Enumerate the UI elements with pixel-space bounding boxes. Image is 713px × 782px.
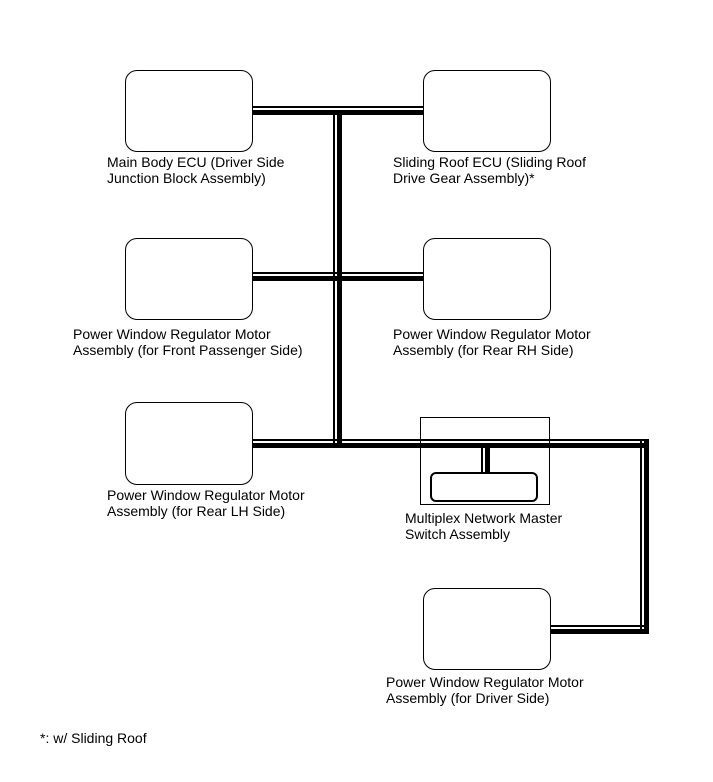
node-label-pw-front-passenger: Power Window Regulator Motor Assembly (f… bbox=[73, 326, 303, 358]
node-box-sliding-roof-ecu bbox=[423, 70, 551, 152]
label-line: Power Window Regulator Motor bbox=[73, 326, 271, 342]
label-line: Power Window Regulator Motor bbox=[386, 674, 584, 690]
bus-row1-horizontal bbox=[252, 106, 424, 115]
label-line: Assembly (for Driver Side) bbox=[386, 689, 550, 706]
footnote: *: w/ Sliding Roof bbox=[40, 730, 147, 747]
node-box-pw-rear-lh bbox=[125, 402, 253, 485]
label-line: Multiplex Network Master bbox=[405, 510, 563, 526]
node-label-pw-rear-lh: Power Window Regulator Motor Assembly (f… bbox=[107, 487, 305, 519]
label-line: Drive Gear Assembly)* bbox=[393, 169, 535, 186]
label-line: Power Window Regulator Motor bbox=[107, 487, 305, 503]
footnote-text: *: w/ Sliding Roof bbox=[40, 730, 147, 746]
node-box-pw-front-passenger bbox=[125, 238, 253, 320]
bus-master-switch-stub bbox=[481, 447, 490, 472]
node-label-pw-rear-rh: Power Window Regulator Motor Assembly (f… bbox=[393, 326, 591, 358]
label-line: Assembly (for Rear RH Side) bbox=[393, 341, 574, 358]
label-line: Switch Assembly bbox=[405, 525, 511, 542]
node-label-sliding-roof-ecu: Sliding Roof ECU (Sliding Roof Drive Gea… bbox=[393, 154, 586, 186]
node-box-master-switch-inner bbox=[430, 472, 538, 502]
node-label-main-body-ecu: Main Body ECU (Driver Side Junction Bloc… bbox=[107, 154, 285, 186]
bus-driver-side-horizontal bbox=[550, 625, 649, 634]
label-line: Assembly (for Rear LH Side) bbox=[107, 502, 286, 519]
label-line: Main Body ECU (Driver Side bbox=[107, 154, 285, 170]
label-line: Sliding Roof ECU (Sliding Roof bbox=[393, 154, 586, 170]
label-line: Power Window Regulator Motor bbox=[393, 326, 591, 342]
node-box-master-switch-outer bbox=[420, 417, 550, 505]
node-box-pw-driver bbox=[423, 588, 551, 670]
node-box-main-body-ecu bbox=[125, 70, 253, 152]
node-box-pw-rear-rh bbox=[423, 238, 551, 320]
label-line: Junction Block Assembly) bbox=[107, 169, 266, 186]
node-label-pw-driver: Power Window Regulator Motor Assembly (f… bbox=[386, 674, 584, 706]
node-label-multiplex-master-switch: Multiplex Network Master Switch Assembly bbox=[405, 510, 563, 542]
bus-right-riser bbox=[640, 439, 649, 634]
label-line: Assembly (for Front Passenger Side) bbox=[73, 341, 303, 358]
bus-row2-horizontal bbox=[252, 272, 424, 281]
bus-row3-horizontal bbox=[252, 439, 649, 448]
